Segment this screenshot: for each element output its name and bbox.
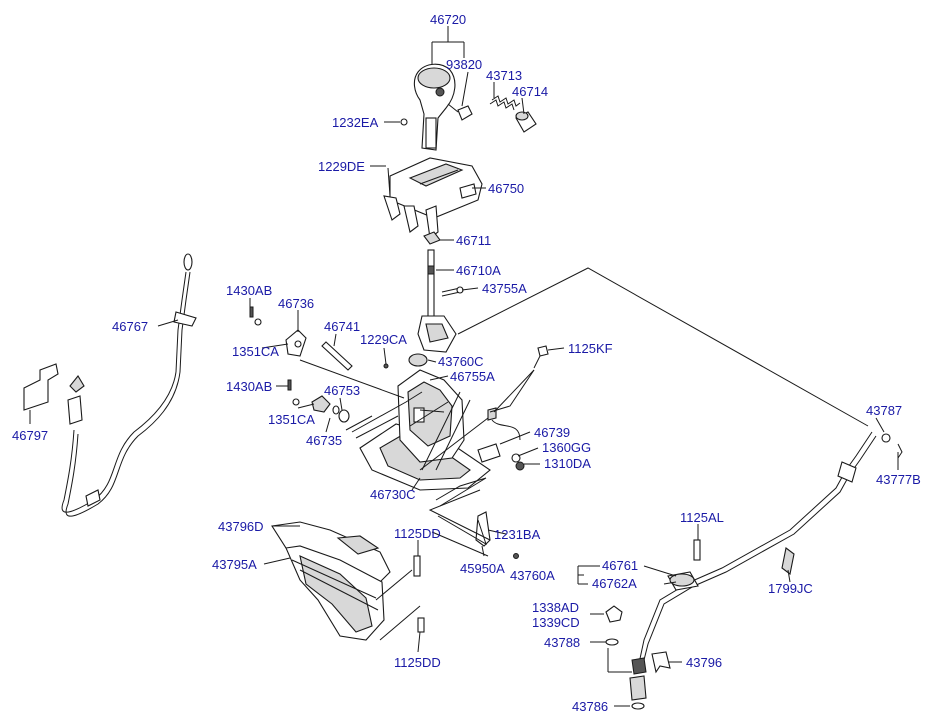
label-43796D: 43796D xyxy=(218,519,264,534)
label-43787: 43787 xyxy=(866,403,902,418)
bracket-45950A xyxy=(475,511,519,559)
washer-43788 xyxy=(605,638,619,646)
pad xyxy=(423,231,441,245)
pin xyxy=(441,286,464,297)
label-1125DD-lower: 1125DD xyxy=(394,655,441,670)
bushing xyxy=(311,395,350,423)
label-45950A: 45950A xyxy=(460,561,505,576)
label-46761: 46761 xyxy=(602,558,638,573)
label-46755A: 46755A xyxy=(450,369,495,384)
label-46762A: 46762A xyxy=(592,576,637,591)
shift-base xyxy=(359,369,491,491)
label-43760A: 43760A xyxy=(510,568,555,583)
knob-button xyxy=(447,103,473,121)
label-1430AB-lower: 1430AB xyxy=(226,379,272,394)
indicator-housing xyxy=(383,157,483,239)
label-1229DE: 1229DE xyxy=(318,159,365,174)
label-1360GG: 1360GG xyxy=(542,440,591,455)
label-46750: 46750 xyxy=(488,181,524,196)
label-1231BA: 1231BA xyxy=(494,527,541,542)
label-46710A: 46710A xyxy=(456,263,501,278)
label-43786: 43786 xyxy=(572,699,608,714)
label-1339CD: 1339CD xyxy=(532,615,580,630)
label-46739: 46739 xyxy=(534,425,570,440)
label-1430AB-upper: 1430AB xyxy=(226,283,272,298)
label-43795A: 43795A xyxy=(212,557,257,572)
bracket-left xyxy=(285,329,307,357)
label-1125KF: 1125KF xyxy=(568,341,613,356)
bolt-lower-1430AB xyxy=(287,379,292,391)
shaft xyxy=(321,341,353,371)
label-43777B: 43777B xyxy=(876,472,921,487)
label-46711: 46711 xyxy=(456,233,491,248)
label-46767: 46767 xyxy=(112,319,148,334)
label-46735: 46735 xyxy=(306,433,342,448)
screw xyxy=(400,118,408,126)
label-1310DA: 1310DA xyxy=(544,456,591,471)
label-1125AL: 1125AL xyxy=(680,510,724,525)
spring xyxy=(489,95,521,111)
label-43755A: 43755A xyxy=(482,281,527,296)
label-46741: 46741 xyxy=(324,319,360,334)
shift-lever xyxy=(417,249,457,353)
label-43796: 43796 xyxy=(686,655,722,670)
washer-lower-1351CA xyxy=(292,398,300,406)
bolt-1125KF xyxy=(533,345,549,369)
label-46736: 46736 xyxy=(278,296,314,311)
clip-43796 xyxy=(651,651,671,674)
leader-lines xyxy=(29,26,899,707)
part-labels: 46720 93820 43713 46714 1232EA 1229DE 46… xyxy=(12,12,921,714)
label-46714: 46714 xyxy=(512,84,548,99)
label-46720: 46720 xyxy=(430,12,466,27)
label-43713: 43713 xyxy=(486,68,522,83)
bolt-1125DD-lower xyxy=(417,617,425,633)
cable-right xyxy=(629,431,903,710)
knob-cap xyxy=(515,111,537,133)
nut-1338AD xyxy=(605,605,623,623)
label-1338AD: 1338AD xyxy=(532,600,579,615)
screw-1229CA xyxy=(383,363,389,369)
label-43760C: 43760C xyxy=(438,354,484,369)
shift-knob xyxy=(413,63,456,151)
bracket-46797 xyxy=(23,363,59,411)
label-1799JC: 1799JC xyxy=(768,581,813,596)
wiring xyxy=(477,407,525,471)
label-1232EA: 1232EA xyxy=(332,115,379,130)
cap xyxy=(408,353,428,367)
cable-left xyxy=(61,253,197,517)
label-43788: 43788 xyxy=(544,635,580,650)
label-1351CA-lower: 1351CA xyxy=(268,412,315,427)
label-46730C: 46730C xyxy=(370,487,416,502)
label-93820: 93820 xyxy=(446,57,482,72)
bolt-upper-1430AB xyxy=(249,306,254,318)
label-1351CA-upper: 1351CA xyxy=(232,344,279,359)
bolt-1125DD-upper xyxy=(413,555,421,577)
washer-1351CA xyxy=(254,318,262,326)
label-46797: 46797 xyxy=(12,428,48,443)
label-46753: 46753 xyxy=(324,383,360,398)
cover xyxy=(271,521,391,641)
label-1229CA: 1229CA xyxy=(360,332,407,347)
label-1125DD-upper: 1125DD xyxy=(394,526,441,541)
